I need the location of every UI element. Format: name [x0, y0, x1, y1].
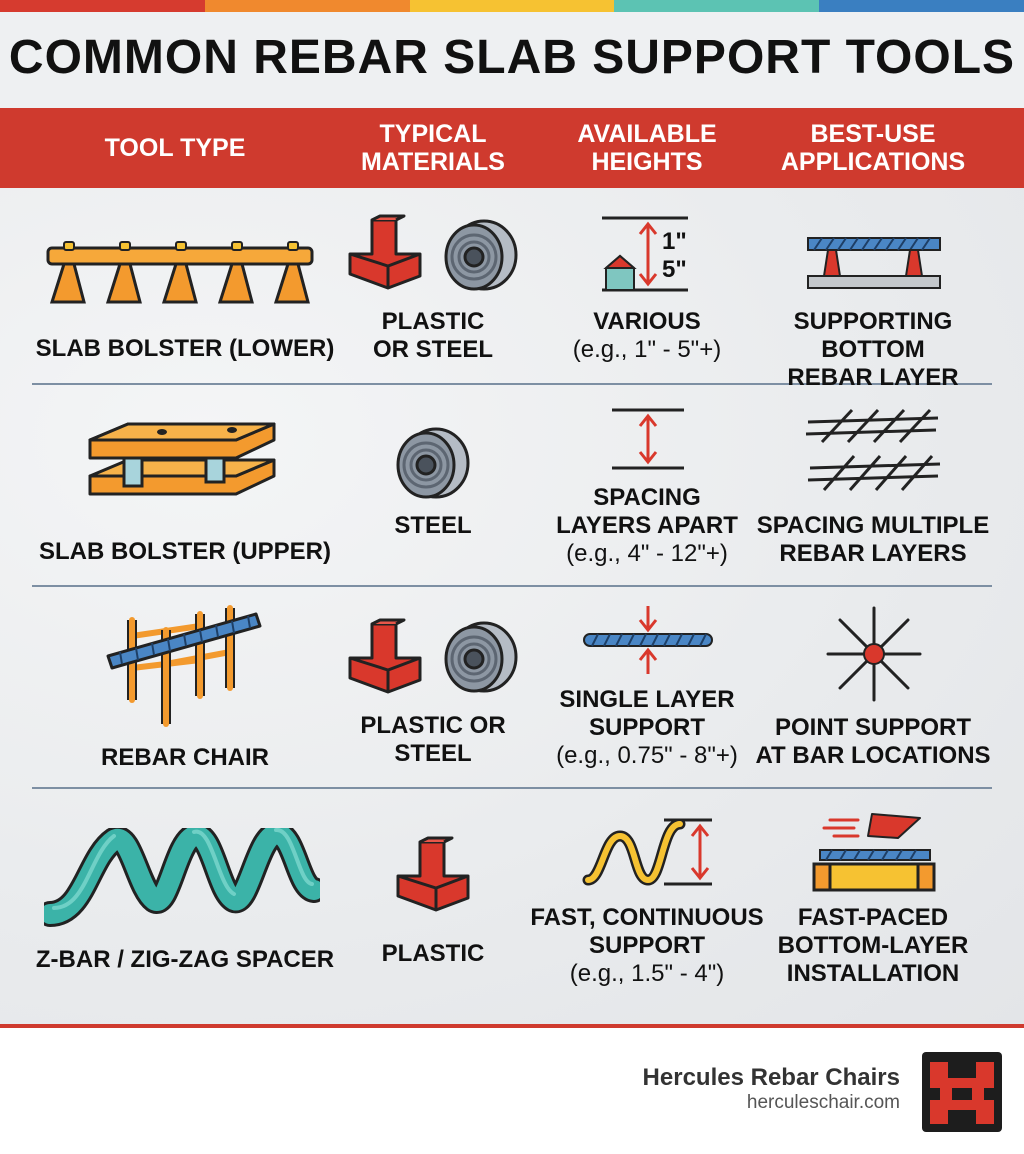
rebar-mesh-icon	[805, 408, 941, 491]
brand-url[interactable]: herculeschair.com	[746, 1092, 900, 1113]
row2-heights-line3: (e.g., 4" - 12"+)	[566, 540, 728, 567]
row3-heights-line1: SINGLE LAYER	[559, 686, 735, 713]
header-applications-line1: BEST-USE	[810, 120, 936, 148]
row4-application: FAST-PACED BOTTOM-LAYER INSTALLATION	[748, 904, 998, 988]
row3-heights-line3: (e.g., 0.75" - 8"+)	[556, 742, 738, 769]
row1-heights-line2: (e.g., 1" - 5"+)	[572, 336, 722, 363]
wave-height-icon	[582, 818, 712, 886]
row3-material-line2: STEEL	[394, 740, 472, 767]
plastic-block-icon	[348, 618, 422, 694]
row4-tool-label: Z-BAR / ZIG-ZAG SPACER	[35, 946, 335, 973]
plastic-block-icon	[396, 836, 470, 912]
brand-name: Hercules Rebar Chairs	[642, 1064, 900, 1091]
steel-coil-icon	[396, 427, 470, 499]
header-materials-line2: MATERIALS	[361, 148, 505, 176]
row1-application-line2: REBAR LAYER	[787, 364, 959, 391]
stripe-yellow	[409, 0, 615, 12]
spacing-arrow-icon	[612, 408, 684, 470]
bolster-upper-icon	[88, 422, 276, 496]
fast-install-icon	[812, 813, 936, 892]
stripe-blue	[819, 0, 1024, 12]
row4-heights: FAST, CONTINUOUS SUPPORT (e.g., 1.5" - 4…	[527, 904, 767, 988]
header-heights-line1: AVAILABLE	[577, 120, 717, 148]
row4-application-line2: BOTTOM-LAYER	[777, 932, 969, 959]
row2-tool-label: SLAB BOLSTER (UPPER)	[38, 538, 331, 565]
row2-application-line2: REBAR LAYERS	[779, 540, 967, 567]
top-color-stripes	[0, 0, 1024, 12]
row1-heights: VARIOUS (e.g., 1" - 5"+)	[537, 308, 757, 364]
height-icon-bottom-label: 5"	[662, 256, 687, 283]
row3-material: PLASTIC OR STEEL	[333, 712, 533, 768]
stripe-teal	[614, 0, 820, 12]
row3-application: POINT SUPPORT AT BAR LOCATIONS	[748, 714, 998, 770]
hercules-logo-icon	[922, 1052, 1002, 1132]
row4-application-line3: INSTALLATION	[786, 960, 960, 987]
table-header: TOOL TYPE TYPICAL MATERIALS AVAILABLE HE…	[0, 108, 1024, 188]
height-icon-top-label: 1"	[662, 228, 687, 255]
row3-material-line1: PLASTIC OR	[360, 712, 506, 739]
row4-heights-line1: FAST, CONTINUOUS	[530, 904, 764, 931]
row1-application: SUPPORTING BOTTOM REBAR LAYER	[748, 308, 998, 392]
steel-coil-icon	[444, 219, 518, 291]
row1-material-line1: PLASTIC	[381, 308, 485, 335]
header-heights: AVAILABLE HEIGHTS	[547, 108, 747, 188]
single-bar-icon	[583, 606, 713, 674]
row2-application-line1: SPACING MULTIPLE	[756, 512, 990, 539]
zigzag-spacer-icon	[44, 828, 320, 927]
rebar-chair-icon	[106, 605, 262, 727]
row4-material: PLASTIC	[381, 940, 485, 967]
row3-application-line1: POINT SUPPORT	[774, 714, 972, 741]
row3-tool-label: REBAR CHAIR	[101, 744, 269, 771]
row3-heights: SINGLE LAYER SUPPORT (e.g., 0.75" - 8"+)	[537, 686, 757, 770]
row4-application-line1: FAST-PACED	[797, 904, 949, 931]
header-materials: TYPICAL MATERIALS	[333, 108, 533, 188]
row1-application-line1: SUPPORTING BOTTOM	[793, 308, 953, 363]
row1-heights-line1: VARIOUS	[593, 308, 701, 335]
stripe-orange	[204, 0, 410, 12]
row-divider	[32, 787, 992, 789]
plastic-block-icon	[348, 214, 422, 290]
row1-material: PLASTIC OR STEEL	[333, 308, 533, 364]
row2-heights: SPACING LAYERS APART (e.g., 4" - 12"+)	[537, 484, 757, 568]
page-title: COMMON REBAR SLAB SUPPORT TOOLS	[8, 31, 1016, 84]
header-tool-type-label: TOOL TYPE	[104, 134, 246, 162]
header-heights-line2: HEIGHTS	[591, 148, 703, 176]
row2-heights-line1: SPACING	[593, 484, 701, 511]
header-applications-line2: APPLICATIONS	[780, 148, 966, 176]
steel-coil-icon	[444, 621, 518, 693]
header-applications: BEST-USE APPLICATIONS	[763, 108, 983, 188]
stripe-red	[0, 0, 205, 12]
row4-heights-line3: (e.g., 1.5" - 4")	[569, 960, 725, 987]
row2-application: SPACING MULTIPLE REBAR LAYERS	[748, 512, 998, 568]
bottom-layer-support-icon	[807, 237, 941, 289]
footer	[0, 1028, 1024, 1154]
header-tool-type: TOOL TYPE	[70, 108, 280, 188]
bolster-lower-icon	[46, 241, 314, 304]
row1-material-line2: OR STEEL	[372, 336, 493, 363]
header-materials-line1: TYPICAL	[379, 120, 487, 148]
row2-heights-line2: LAYERS APART	[556, 512, 738, 539]
height-range-icon	[602, 216, 688, 292]
row1-tool-label: SLAB BOLSTER (LOWER)	[35, 335, 335, 362]
row-divider	[32, 383, 992, 385]
row2-material: STEEL	[394, 512, 472, 539]
row3-heights-line2: SUPPORT	[588, 714, 705, 741]
row4-heights-line2: SUPPORT	[588, 932, 705, 959]
row3-application-line2: AT BAR LOCATIONS	[755, 742, 991, 769]
point-support-icon	[826, 606, 922, 702]
row-divider	[32, 585, 992, 587]
footer-divider	[0, 1024, 1024, 1028]
